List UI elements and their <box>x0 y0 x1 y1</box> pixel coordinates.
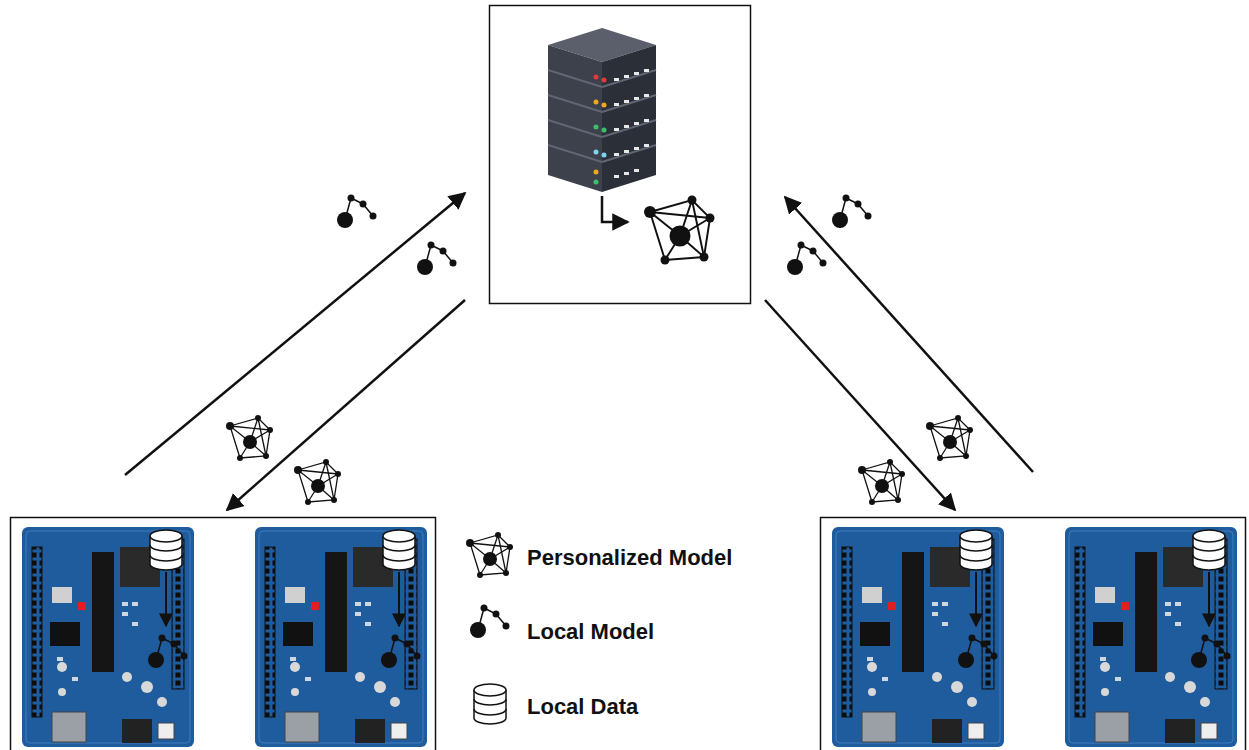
client-group-box <box>11 518 436 750</box>
aggregate-arrow <box>602 196 628 222</box>
server-icon <box>548 28 656 192</box>
legend-label: Local Model <box>527 619 654 645</box>
client-group-box <box>821 518 1246 750</box>
legend-label: Personalized Model <box>527 545 732 571</box>
legend-icons <box>466 532 513 724</box>
local-stations <box>148 530 1231 668</box>
model-icons <box>226 195 973 506</box>
global-model-icon <box>644 196 715 265</box>
device-boards <box>22 527 1237 747</box>
server-box <box>490 6 751 304</box>
legend-label: Local Data <box>527 694 638 720</box>
exchange-arrows <box>125 193 1033 510</box>
